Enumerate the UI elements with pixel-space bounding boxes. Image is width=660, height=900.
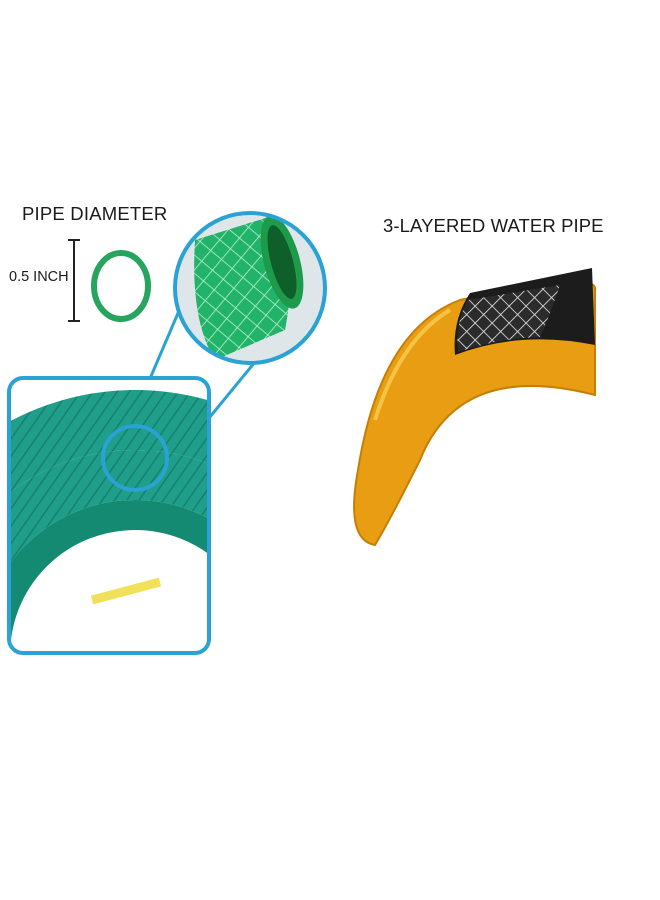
diameter-ring-icon bbox=[91, 250, 151, 322]
three-layered-pipe-title: 3-LAYERED WATER PIPE bbox=[383, 215, 604, 236]
pipe-diameter-title: PIPE DIAMETER bbox=[22, 203, 168, 224]
diameter-value-label: 0.5 INCH bbox=[9, 269, 69, 285]
diameter-bracket bbox=[68, 239, 80, 322]
green-hose-coil bbox=[9, 378, 209, 653]
three-layered-pipe-illustration bbox=[353, 268, 597, 547]
hose-frame bbox=[7, 376, 211, 655]
highlight-circle bbox=[101, 424, 169, 492]
zoom-pipe-closeup bbox=[173, 211, 327, 365]
